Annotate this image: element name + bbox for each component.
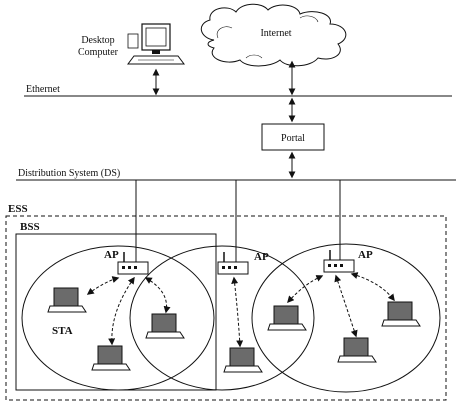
internet-label: Internet bbox=[260, 28, 291, 39]
ess-boundary bbox=[5, 215, 447, 401]
wireless-links bbox=[86, 272, 395, 348]
portal-label: Portal bbox=[281, 133, 305, 144]
wireless-link bbox=[231, 276, 244, 348]
wireless-link bbox=[334, 274, 358, 338]
laptop-icon bbox=[91, 345, 131, 371]
coverage-left bbox=[21, 245, 215, 391]
wireless-link bbox=[287, 275, 324, 304]
wireless-link bbox=[350, 272, 395, 302]
desktop-label-line1: Desktop bbox=[81, 35, 114, 46]
laptop-icon bbox=[223, 347, 263, 373]
laptop-icon bbox=[267, 305, 307, 331]
wireless-link bbox=[108, 276, 135, 346]
desktop-label-line2: Computer bbox=[78, 47, 119, 58]
portal-box bbox=[261, 123, 325, 151]
ess-label: ESS bbox=[8, 203, 28, 215]
desktop-computer-icon bbox=[127, 23, 185, 65]
wireless-link bbox=[86, 276, 120, 295]
bss-label: BSS bbox=[20, 221, 40, 233]
laptop-icon bbox=[145, 313, 185, 339]
ap-right-label: AP bbox=[358, 249, 373, 261]
laptop-icon bbox=[337, 337, 377, 363]
ds-label: Distribution System (DS) bbox=[18, 168, 120, 179]
ap-left-label: AP bbox=[104, 249, 119, 261]
laptop-icon bbox=[381, 301, 421, 327]
internet-cloud-icon bbox=[200, 3, 347, 67]
ap-mid-label: AP bbox=[254, 251, 269, 263]
ethernet-label: Ethernet bbox=[26, 84, 60, 95]
coverage-right bbox=[251, 243, 441, 393]
access-point-icon bbox=[117, 252, 149, 275]
access-point-icon bbox=[323, 250, 355, 273]
access-point-icon bbox=[217, 252, 249, 275]
sta-label: STA bbox=[52, 325, 73, 337]
laptop-icon bbox=[47, 287, 87, 313]
wireless-link bbox=[144, 277, 171, 314]
